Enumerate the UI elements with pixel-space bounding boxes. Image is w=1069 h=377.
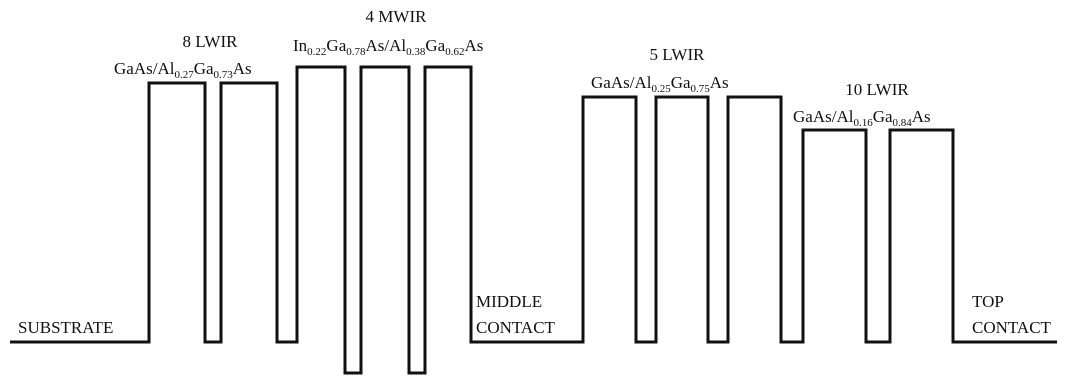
substrate-label: SUBSTRATE <box>18 318 113 337</box>
lwir10-title: 10 LWIR <box>845 80 909 99</box>
mwir4-title: 4 MWIR <box>366 7 428 26</box>
top-contact-label-line2: CONTACT <box>972 318 1052 337</box>
lwir5-composition: GaAs/Al0.25Ga0.75As <box>591 73 729 95</box>
middle-contact-label-line2: CONTACT <box>476 318 556 337</box>
lwir8-composition: GaAs/Al0.27Ga0.73As <box>114 59 252 81</box>
band-edge-profile <box>10 65 1057 375</box>
lwir10-composition: GaAs/Al0.16Ga0.84As <box>793 107 931 129</box>
middle-contact-label-line1: MIDDLE <box>476 292 542 311</box>
lwir8-title: 8 LWIR <box>183 32 239 51</box>
lwir5-title: 5 LWIR <box>650 45 706 64</box>
top-contact-label-line1: TOP <box>972 292 1004 311</box>
mwir4-composition: In0.22Ga0.78As/Al0.38Ga0.62As <box>293 36 483 58</box>
